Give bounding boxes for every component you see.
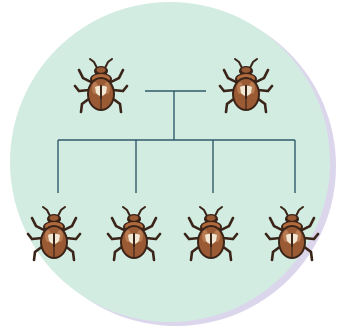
pedigree-connectors [57, 90, 296, 193]
